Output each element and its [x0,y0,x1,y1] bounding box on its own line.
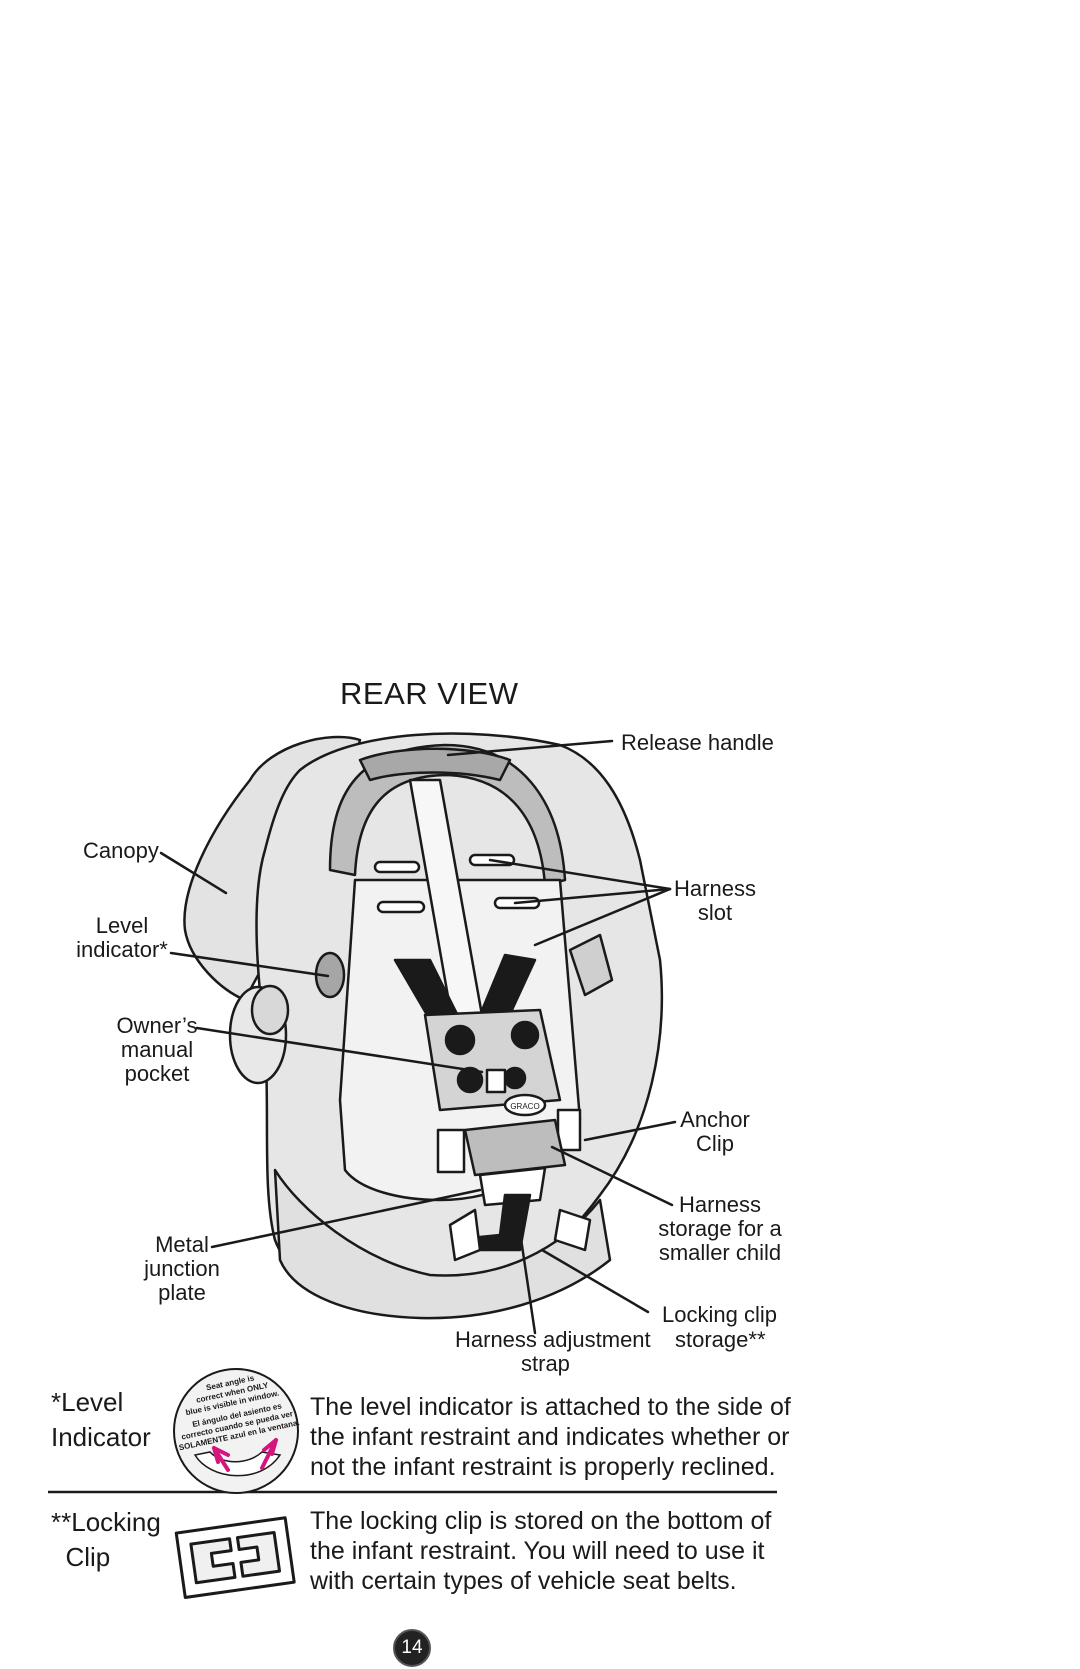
level-indicator-description: The level indicator is attached to the s… [310,1393,791,1481]
page-number: 14 [393,1629,431,1667]
manual-pocket-shape [423,1008,562,1112]
label-owners-manual-pocket: Owner’s manual pocket [116,1013,198,1086]
label-strap: strap [521,1351,570,1376]
locking-clip-term: **Locking Clip [51,1507,161,1572]
locking-clip-icon [174,1516,296,1599]
label-metal-junction-plate: Metal junction plate [144,1232,220,1305]
junction-plate-shape [463,1118,567,1177]
level-indicator-sticker-icon: Seat angle is correct when ONLY blue is … [173,1368,300,1494]
locking-clip-description: The locking clip is stored on the bottom… [310,1507,772,1595]
label-harness-adjustment: Harness adjustment [455,1327,651,1352]
label-anchor-clip: Anchor Clip [680,1107,750,1156]
label-storage-suffix: storage** [675,1327,766,1352]
label-harness-slot: Harness slot [674,876,756,925]
brand-mark: GRACO [510,1102,539,1111]
label-release-handle: Release handle [621,730,774,755]
label-harness-storage: Harness storage for a smaller child [658,1192,782,1265]
label-locking-clip: Locking clip [662,1302,777,1327]
anchor-clip-left [436,1128,466,1174]
label-canopy: Canopy [83,838,159,863]
level-indicator-term: *Level Indicator [51,1387,151,1452]
label-level-indicator: Level indicator* [76,913,168,962]
page-heading: REAR VIEW [340,676,519,711]
